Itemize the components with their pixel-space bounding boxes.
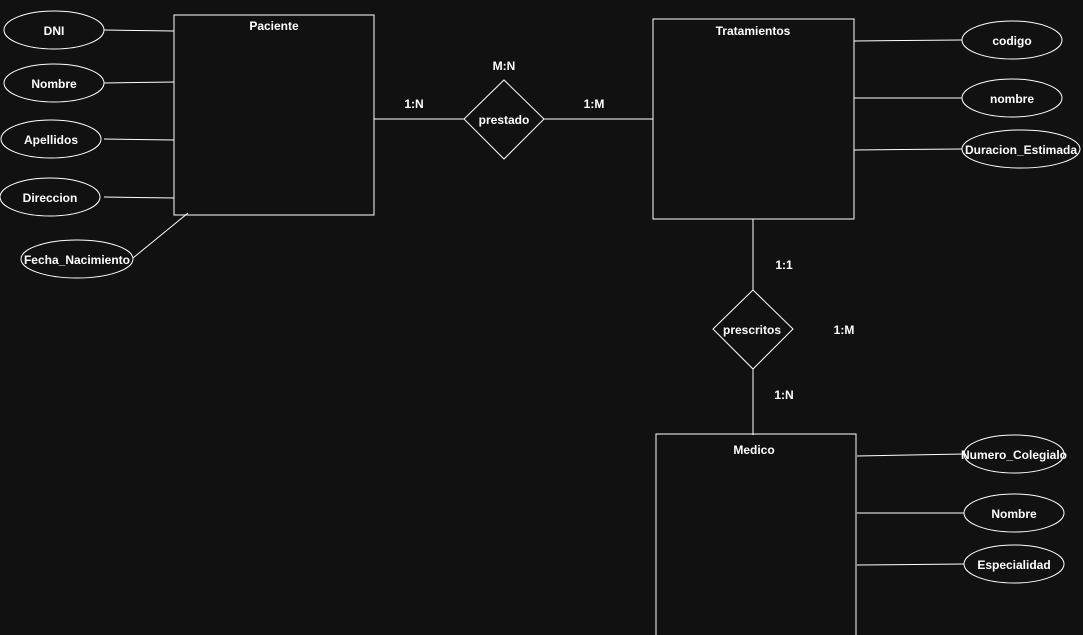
entity-tratamientos-box <box>652 18 855 220</box>
attribute-nombre-medico-label: Nombre <box>991 507 1037 521</box>
connector-direccion <box>103 196 175 199</box>
attribute-nombre-medico-ellipse <box>963 493 1065 533</box>
connector-nombre-paciente <box>103 81 175 84</box>
relationship-prescritos-diamond <box>712 289 794 370</box>
attribute-duracion-estimada-ellipse <box>961 129 1081 169</box>
attribute-especialidad-label: Especialidad <box>977 558 1050 572</box>
entity-medico-label: Medico <box>733 443 774 457</box>
cardinality-prestado-tratamientos: 1:M <box>584 97 605 111</box>
entity-tratamientos-label: Tratamientos <box>716 24 791 38</box>
attribute-direccion[interactable]: Direccion <box>0 177 101 217</box>
relationship-prescritos-label: prescritos <box>723 323 781 337</box>
attribute-duracion-estimada[interactable]: Duracion_Estimada <box>961 129 1081 169</box>
attribute-dni-label: DNI <box>44 24 65 38</box>
attribute-codigo-label: codigo <box>992 34 1031 48</box>
attribute-dni-ellipse <box>3 10 105 50</box>
attribute-codigo[interactable]: codigo <box>961 20 1063 60</box>
attribute-fecha-nacimiento[interactable]: Fecha_Nacimiento <box>20 239 134 279</box>
connector-apellidos <box>103 138 175 141</box>
cardinality-paciente-prestado: 1:N <box>404 97 423 111</box>
attribute-direccion-ellipse <box>0 177 101 217</box>
attribute-nombre-medico[interactable]: Nombre <box>963 493 1065 533</box>
connectors <box>103 29 965 566</box>
entity-paciente-box <box>173 14 375 216</box>
attribute-nombre-paciente[interactable]: Nombre <box>3 63 105 103</box>
attribute-nombre-paciente-label: Nombre <box>31 77 77 91</box>
attribute-apellidos[interactable]: Apellidos <box>0 119 102 159</box>
relationship-prescritos[interactable]: prescritos <box>712 289 794 370</box>
attribute-fecha-nacimiento-ellipse <box>20 239 134 279</box>
entity-paciente[interactable]: Paciente <box>173 14 375 216</box>
connector-duracion <box>853 148 963 151</box>
attribute-fecha-nacimiento-label: Fecha_Nacimiento <box>24 253 130 267</box>
entity-paciente-label: Paciente <box>249 19 299 33</box>
attribute-numero-colegialo-ellipse <box>963 434 1065 474</box>
attribute-nombre-tratamientos-ellipse <box>961 78 1063 118</box>
cardinality-tratamientos-prescritos: 1:1 <box>775 258 793 272</box>
attribute-duracion-estimada-label: Duracion_Estimada <box>965 143 1077 157</box>
relationship-prestado-diamond <box>463 79 545 160</box>
connector-fecha-nacimiento <box>132 212 189 259</box>
attribute-numero-colegialo-label: Numero_Colegialo <box>961 448 1067 462</box>
cardinality-prestado-top: M:N <box>493 59 516 73</box>
attribute-codigo-ellipse <box>961 20 1063 60</box>
entity-medico-box <box>655 433 857 635</box>
attribute-numero-colegialo[interactable]: Numero_Colegialo <box>961 434 1067 474</box>
relationship-prestado[interactable]: prestado <box>463 79 545 160</box>
connector-dni <box>103 29 175 32</box>
cardinality-prescritos-side: 1:M <box>834 323 855 337</box>
cardinality-prescritos-medico: 1:N <box>774 388 793 402</box>
entity-tratamientos[interactable]: Tratamientos <box>652 18 855 220</box>
attribute-especialidad-ellipse <box>963 544 1065 584</box>
entity-medico[interactable]: Medico <box>655 433 857 635</box>
attribute-especialidad[interactable]: Especialidad <box>963 544 1065 584</box>
connector-especialidad <box>856 563 965 566</box>
connector-codigo <box>853 39 963 42</box>
attribute-nombre-tratamientos[interactable]: nombre <box>961 78 1063 118</box>
attribute-apellidos-ellipse <box>0 119 102 159</box>
attribute-nombre-tratamientos-label: nombre <box>990 92 1034 106</box>
attribute-dni[interactable]: DNI <box>3 10 105 50</box>
connector-numero-colegialo <box>856 453 965 457</box>
attribute-apellidos-label: Apellidos <box>24 133 78 147</box>
attribute-nombre-paciente-ellipse <box>3 63 105 103</box>
attribute-direccion-label: Direccion <box>23 191 78 205</box>
relationship-prestado-label: prestado <box>479 113 530 127</box>
